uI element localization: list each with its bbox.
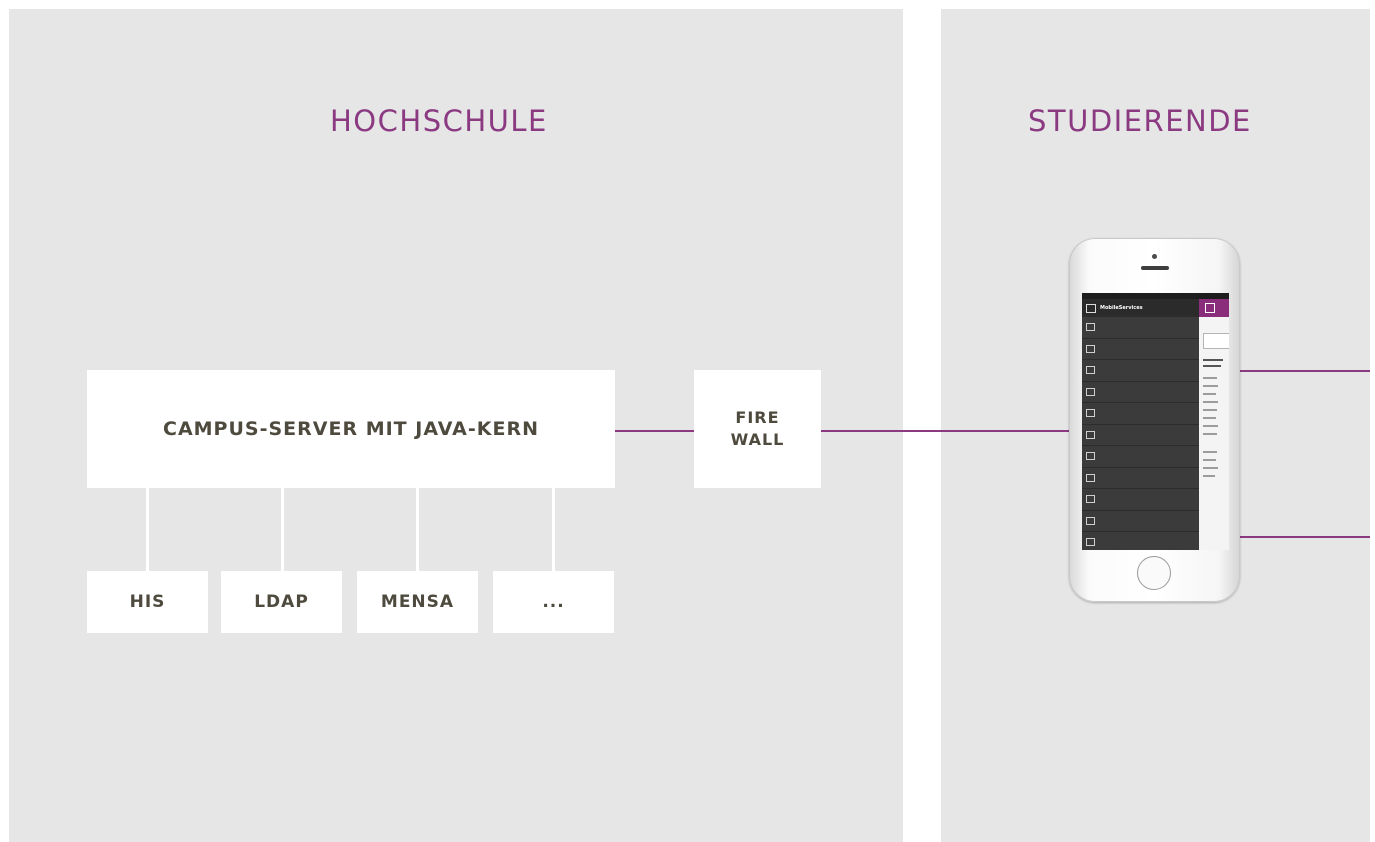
content-text-line	[1203, 401, 1218, 403]
menu-item	[1082, 360, 1199, 382]
server-firewall-connector	[615, 430, 694, 432]
content-text-line	[1203, 385, 1218, 387]
content-text-line	[1203, 393, 1216, 395]
his-connector	[146, 488, 149, 571]
content-header	[1199, 299, 1229, 317]
grid-icon	[1205, 303, 1215, 313]
calendar-icon	[1086, 409, 1095, 418]
content-text-line	[1203, 359, 1223, 361]
phone-camera	[1152, 254, 1157, 259]
app-header: MobileServices	[1082, 299, 1229, 317]
content-text-line	[1203, 467, 1218, 469]
content-text-line	[1203, 433, 1217, 435]
his-label: HIS	[129, 592, 166, 612]
food-icon	[1086, 430, 1095, 439]
content-text-line	[1203, 475, 1215, 477]
trash-icon	[1086, 538, 1095, 547]
campus-server-label: CAMPUS-SERVER MIT JAVA-KERN	[163, 418, 539, 440]
content-text-line	[1203, 377, 1217, 379]
firewall-box: FIRE WALL	[694, 370, 821, 488]
content-input-box	[1203, 333, 1229, 349]
menu-item	[1082, 317, 1199, 339]
phone-home-button	[1137, 556, 1171, 590]
phone-screen: MobileServices	[1082, 293, 1229, 550]
mensa-box: MENSA	[357, 571, 478, 633]
info-icon	[1086, 344, 1095, 353]
phone-statusbar	[1082, 293, 1229, 299]
firewall-label-line1: FIRE	[735, 408, 780, 427]
menu-item	[1082, 489, 1199, 511]
phone-lower-connector	[1240, 536, 1370, 538]
document-icon	[1086, 473, 1095, 482]
hochschule-title: HOCHSCHULE	[330, 104, 548, 138]
ldap-connector	[281, 488, 284, 571]
event-icon	[1086, 452, 1095, 461]
ldap-label: LDAP	[254, 592, 309, 612]
menu-item	[1082, 339, 1199, 360]
content-text-line	[1203, 417, 1216, 419]
bus-icon	[1086, 366, 1095, 375]
more-label: ...	[542, 592, 565, 612]
content-text-line	[1203, 425, 1218, 427]
mensa-connector	[416, 488, 419, 571]
firewall-label-line2: WALL	[730, 430, 785, 449]
phone-upper-connector	[1240, 370, 1370, 372]
menu-item	[1082, 446, 1199, 468]
menu-item	[1082, 468, 1199, 489]
content-text-line	[1203, 409, 1217, 411]
smartphone-icon: MobileServices	[1069, 238, 1240, 602]
app-menu	[1082, 317, 1199, 550]
mensa-label: MENSA	[380, 592, 455, 612]
studierende-panel: STUDIERENDE	[941, 9, 1370, 842]
menu-item	[1082, 511, 1199, 532]
content-text-line	[1203, 451, 1217, 453]
studierende-title: STUDIERENDE	[1028, 104, 1252, 138]
phone-speaker	[1141, 266, 1169, 270]
menu-item	[1082, 425, 1199, 446]
firewall-phone-connector	[821, 430, 1069, 432]
more-connector	[552, 488, 555, 571]
news-icon	[1086, 516, 1095, 525]
home-icon	[1086, 323, 1095, 332]
map-icon	[1086, 387, 1095, 396]
his-box: HIS	[87, 571, 208, 633]
app-title: MobileServices	[1100, 305, 1143, 311]
ldap-box: LDAP	[221, 571, 342, 633]
computer-icon	[1086, 495, 1095, 504]
menu-item	[1082, 532, 1199, 550]
content-text-line	[1203, 459, 1216, 461]
campus-server-box: CAMPUS-SERVER MIT JAVA-KERN	[87, 370, 615, 488]
more-box: ...	[493, 571, 614, 633]
app-content-pane	[1199, 299, 1229, 550]
content-text-line	[1203, 365, 1221, 367]
app-logo-icon	[1086, 303, 1096, 313]
menu-item	[1082, 382, 1199, 403]
menu-item	[1082, 403, 1199, 425]
